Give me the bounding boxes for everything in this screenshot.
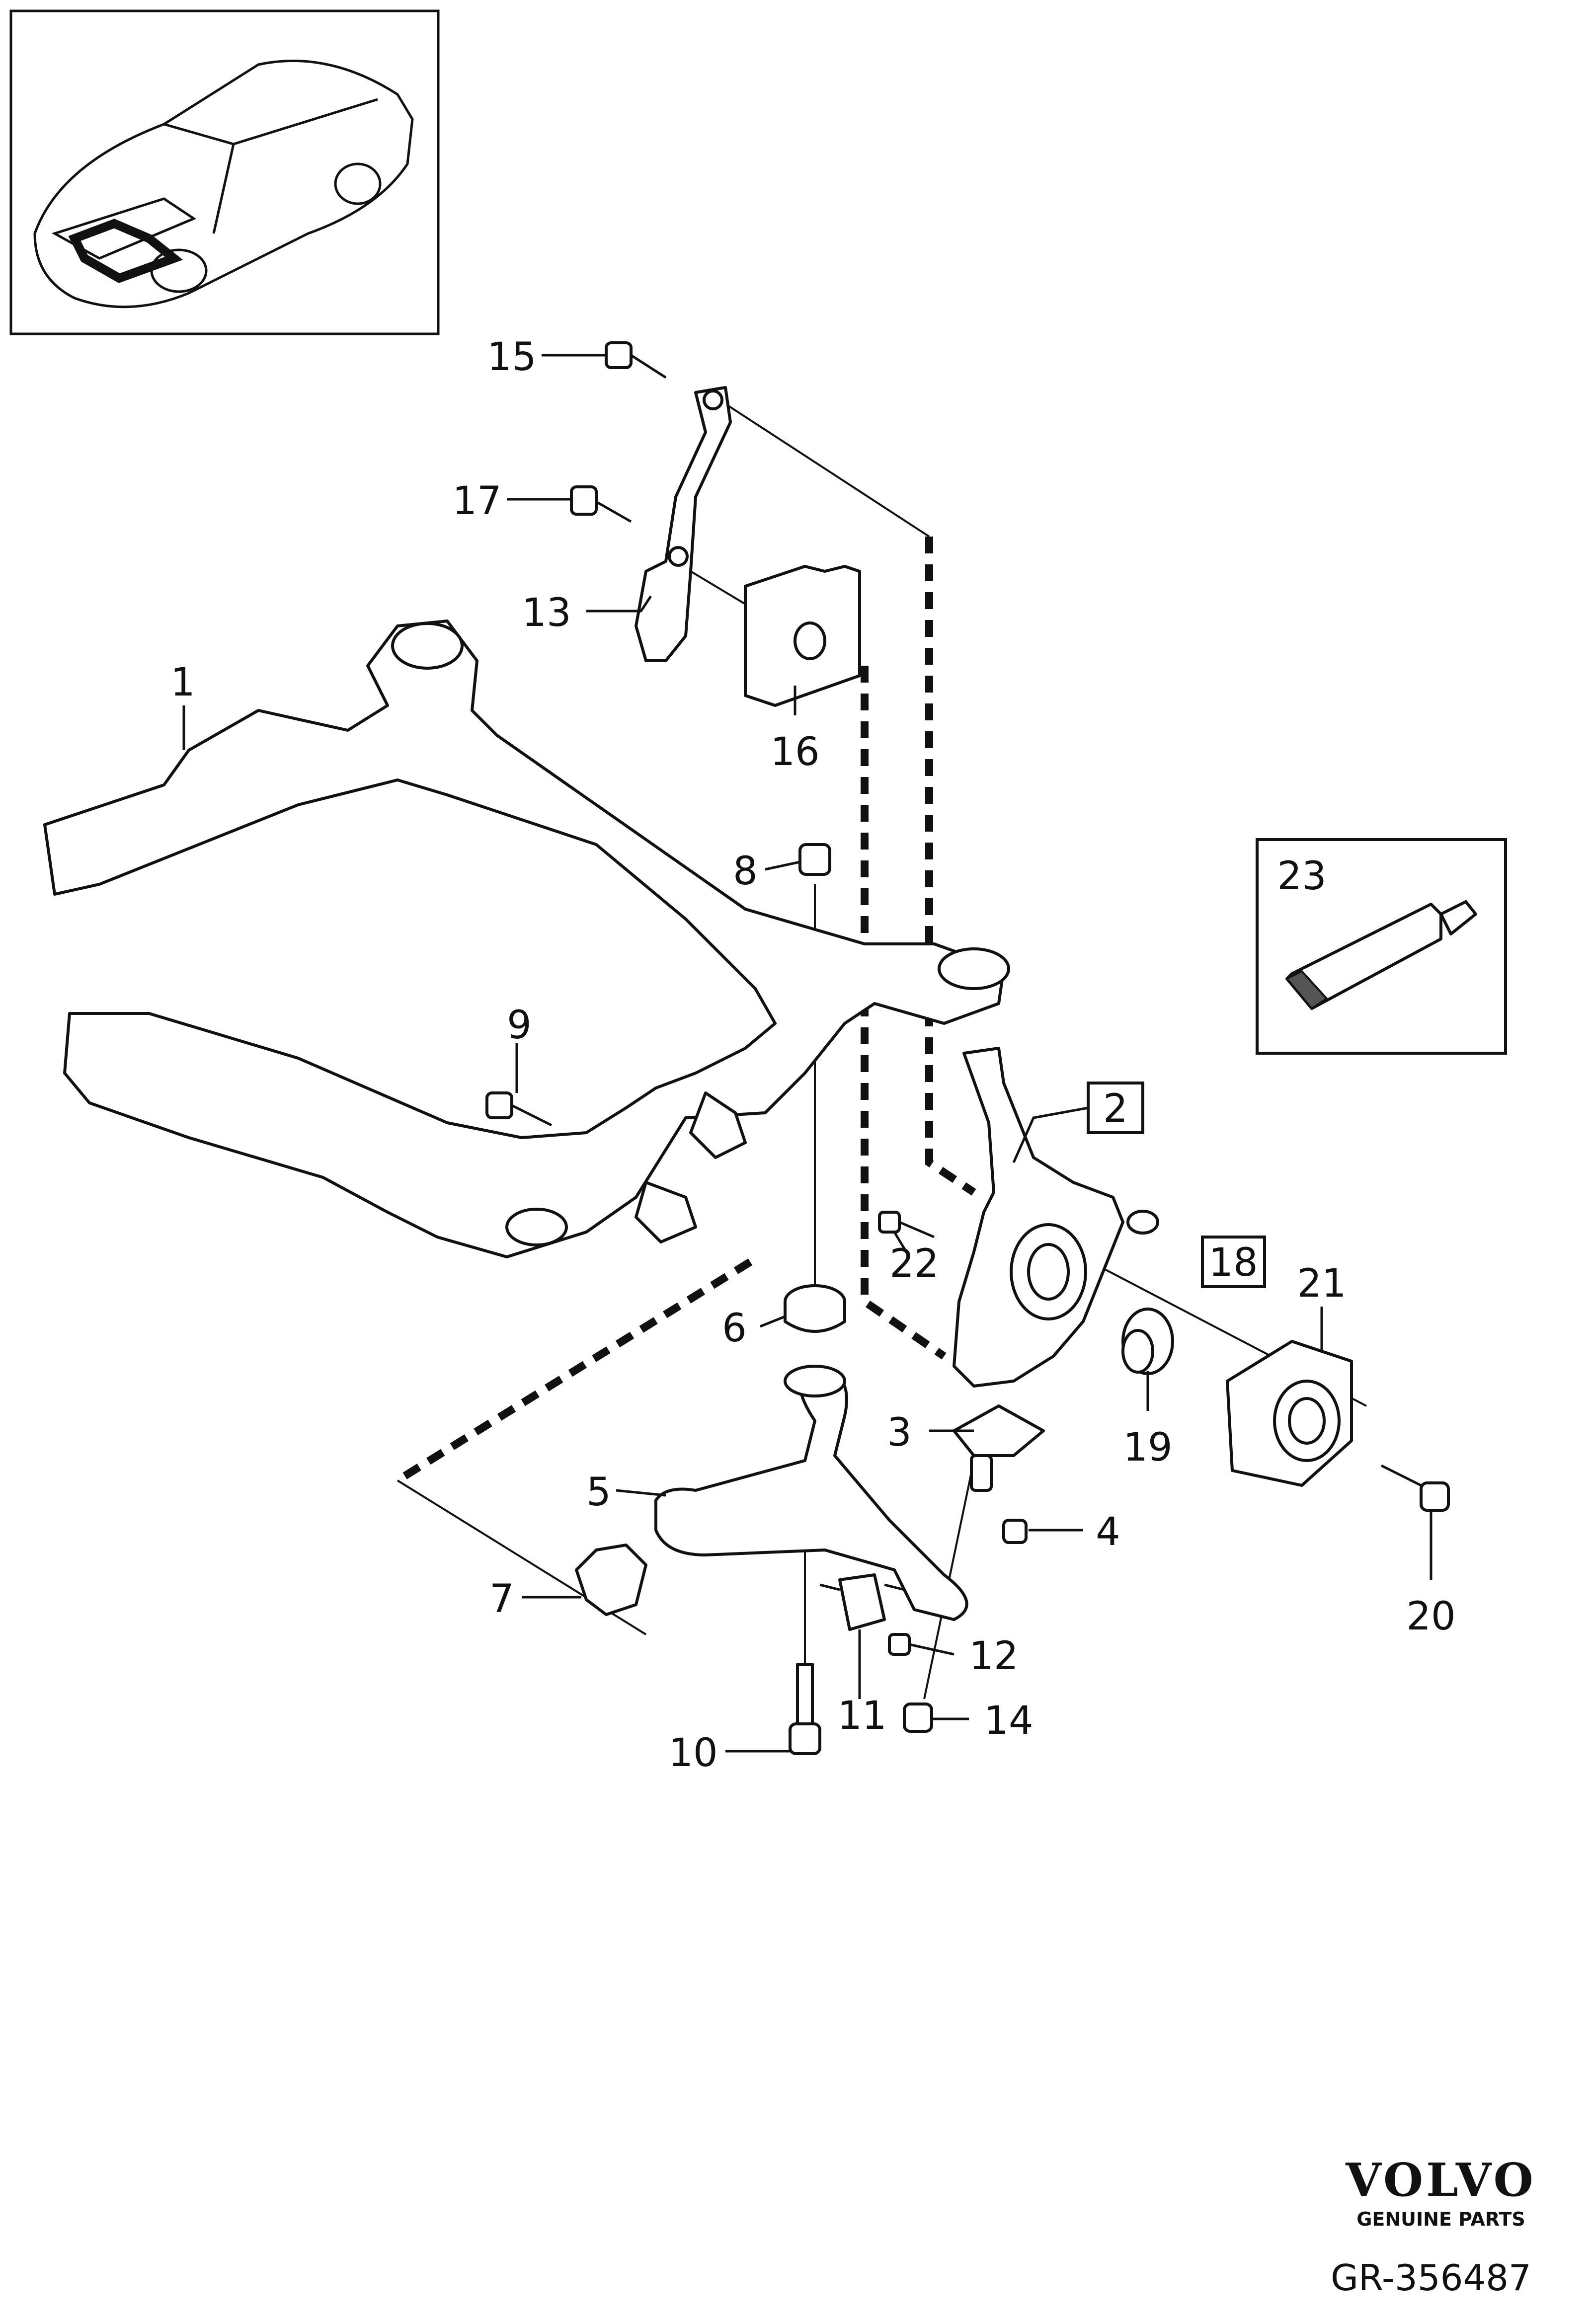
label-box-18 (1201, 1236, 1266, 1288)
label-14: 14 (984, 1699, 1033, 1743)
subframe-part (43, 620, 1010, 1258)
label-15: 15 (487, 335, 536, 380)
genuine-parts-text: GENUINE PARTS (1356, 2208, 1525, 2230)
bushing-7-part (575, 1544, 647, 1616)
label-2: 2 (1103, 1086, 1128, 1131)
label-18: 18 (1208, 1240, 1258, 1285)
link-arm-part (635, 386, 732, 662)
label-23: 23 (1277, 854, 1326, 899)
bracket-11-part (819, 1573, 905, 1631)
car-thumbnail (9, 9, 440, 335)
volvo-logo-text: VOLVO (1345, 2153, 1536, 2207)
label-11: 11 (837, 1694, 886, 1738)
label-5: 5 (586, 1470, 611, 1515)
nut-8-part (798, 843, 831, 876)
label-12: 12 (969, 1634, 1018, 1679)
label-16: 16 (770, 730, 819, 775)
wheel-hub-21-part (1226, 1340, 1353, 1487)
bushing-6-part (784, 1284, 846, 1333)
bolt-4-part (1002, 1519, 1028, 1544)
nut-14-part (903, 1703, 933, 1733)
label-22: 22 (889, 1241, 939, 1286)
seal-19-part (1121, 1308, 1174, 1375)
label-4: 4 (1096, 1510, 1120, 1554)
label-3: 3 (887, 1410, 912, 1455)
brand-block: VOLVO GENUINE PARTS GR-356487 (1331, 2153, 1536, 2299)
label-13: 13 (522, 591, 571, 635)
bolt-22-part (878, 1211, 935, 1239)
part-labels: 1 2 3 4 5 6 7 8 9 10 11 12 13 14 15 16 1… (170, 335, 1455, 1776)
control-arm-part (654, 1365, 968, 1621)
label-7: 7 (489, 1577, 514, 1622)
label-8: 8 (733, 849, 758, 894)
bolt-9-part (485, 1091, 553, 1127)
ball-joint-3-part (953, 1404, 1045, 1492)
steering-knuckle-part (953, 1047, 1159, 1388)
label-20: 20 (1406, 1594, 1455, 1639)
label-21: 21 (1297, 1261, 1346, 1306)
bolt-17-part (570, 485, 632, 523)
label-19: 19 (1123, 1425, 1172, 1470)
bolt-20-part (1380, 1464, 1450, 1512)
label-10: 10 (668, 1731, 717, 1776)
label-1: 1 (170, 660, 195, 705)
bolt-12-part (888, 1633, 911, 1656)
label-9: 9 (507, 1003, 532, 1048)
label-17: 17 (452, 479, 501, 524)
label-6: 6 (722, 1306, 747, 1351)
leader-lines (182, 354, 1432, 1753)
bolt-15-part (605, 341, 667, 379)
drawing-number: GR-356487 (1331, 2257, 1531, 2299)
assembly-dash-lines (395, 537, 976, 1484)
part-23-inset (1256, 838, 1507, 1055)
bolt-10-part (789, 1663, 821, 1755)
mount-block-part (744, 565, 861, 707)
